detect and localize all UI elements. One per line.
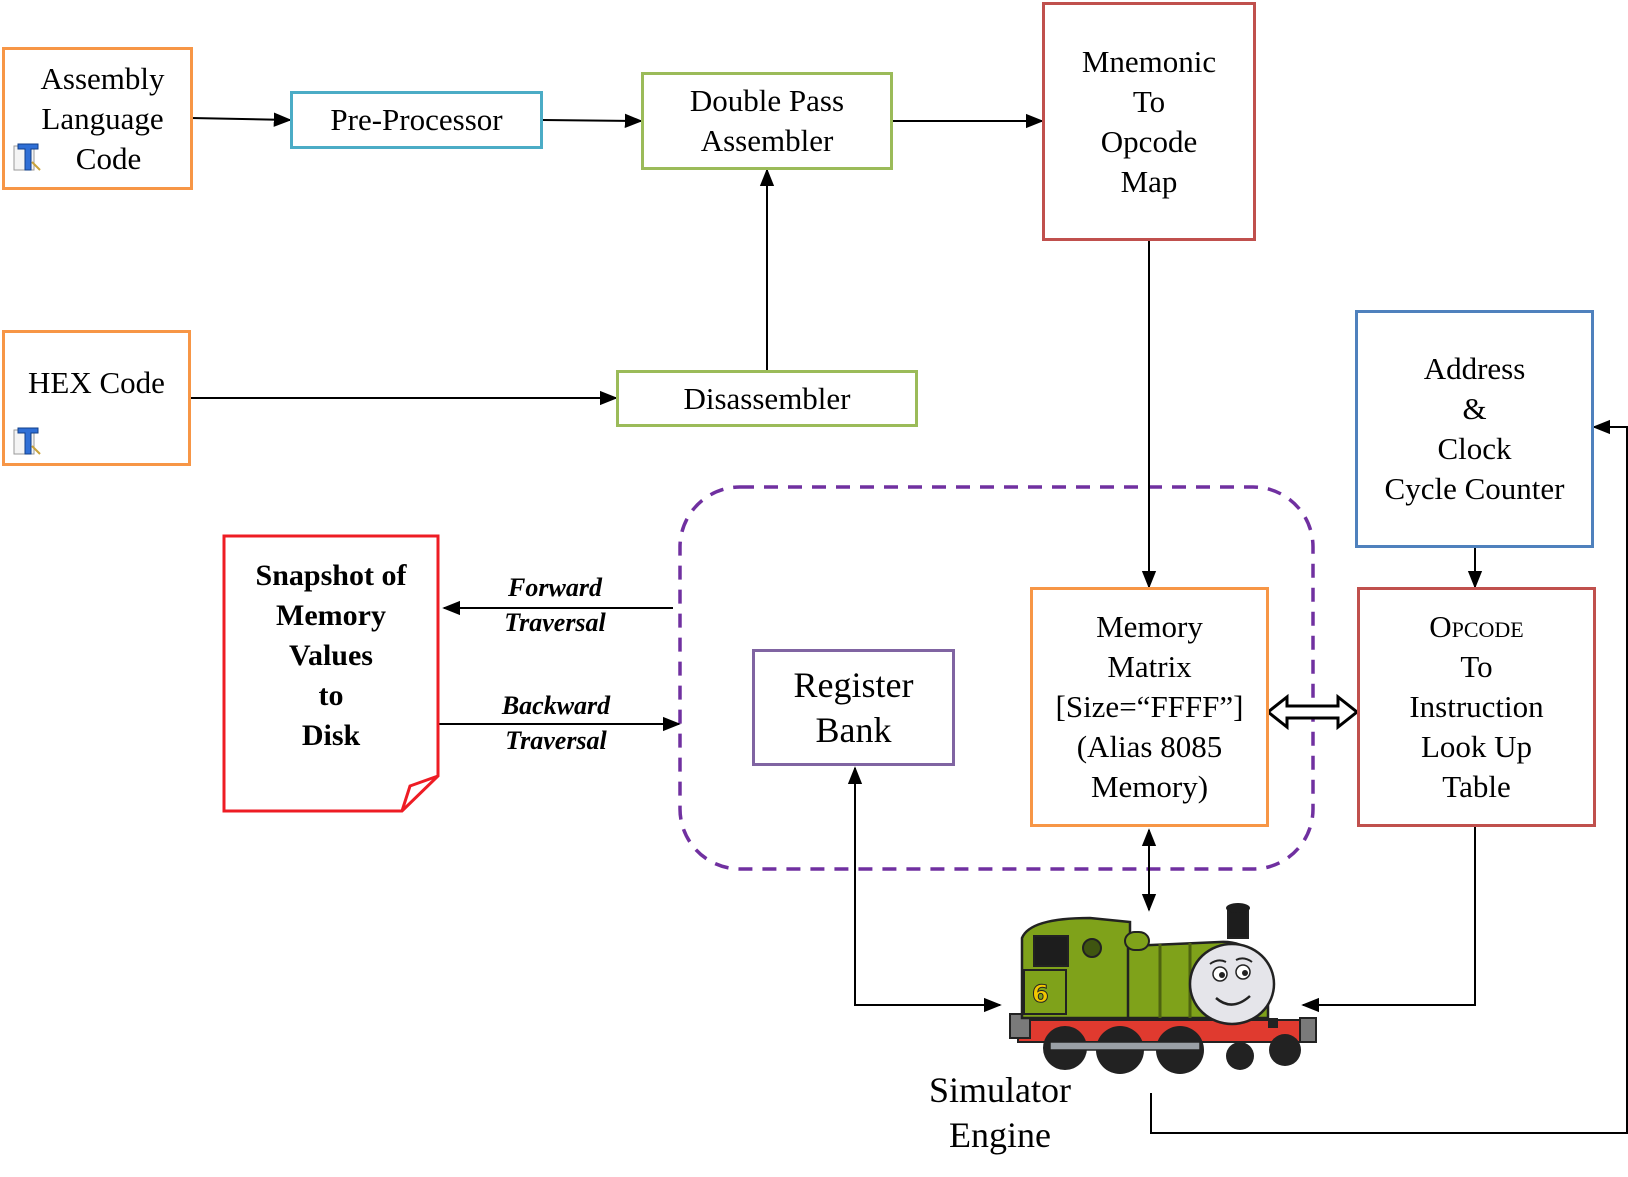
mnemonic-opcode-map-box: Mnemonic To Opcode Map xyxy=(1042,2,1256,241)
mnemonic-line-1: Mnemonic xyxy=(1081,43,1217,79)
memory-matrix-box: Memory Matrix [Size=“FFFF”] (Alias 8085 … xyxy=(1030,587,1269,827)
locomotive-illustration: 6 xyxy=(1009,903,1317,1074)
opcode-line-4: Look Up xyxy=(1420,729,1533,764)
backward-traversal-label: Backward Traversal xyxy=(480,688,632,758)
mnemonic-line-2: To xyxy=(1132,83,1166,119)
opcode-line-2: To xyxy=(1460,649,1493,684)
snapshot-line-2: Memory xyxy=(276,599,386,632)
opcode-lookup-table-box: Opcode To Instruction Look Up Table xyxy=(1357,587,1596,827)
disassembler-box: Disassembler xyxy=(616,370,918,427)
svg-text:6: 6 xyxy=(1032,980,1049,1008)
assembly-line-3: Code xyxy=(75,140,142,176)
hex-label: HEX Code xyxy=(28,365,165,400)
address-line-3: Clock xyxy=(1437,431,1512,466)
edge-preprocessor-assembler xyxy=(542,113,643,129)
engine-line-2: Engine xyxy=(949,1115,1051,1155)
text-file-icon xyxy=(13,143,41,171)
assembler-line-1: Double Pass xyxy=(689,83,845,118)
memory-line-3: [Size=“FFFF”] xyxy=(1055,689,1244,724)
address-line-2: & xyxy=(1462,391,1487,426)
memory-line-5: Memory) xyxy=(1090,769,1209,804)
preprocessor-label: Pre-Processor xyxy=(330,102,503,137)
backward-line-2: Traversal xyxy=(505,726,607,755)
edge-assembly-preprocessor xyxy=(190,112,292,127)
mnemonic-line-4: Map xyxy=(1120,163,1178,199)
assembly-line-2: Language xyxy=(41,100,164,136)
disassembler-label: Disassembler xyxy=(683,380,851,416)
edge-memory-opcode-double-arrow xyxy=(1265,693,1360,731)
register-line-2: Bank xyxy=(815,709,892,750)
forward-line-2: Traversal xyxy=(504,608,606,637)
double-pass-assembler-box: Double Pass Assembler xyxy=(641,72,893,170)
address-line-1: Address xyxy=(1423,351,1526,386)
register-line-1: Register xyxy=(793,664,914,705)
memory-line-4: (Alias 8085 xyxy=(1076,729,1223,764)
backward-line-1: Backward xyxy=(501,691,611,720)
memory-line-1: Memory xyxy=(1096,609,1203,644)
text-file-icon xyxy=(13,427,41,455)
address-clock-counter-box: Address & Clock Cycle Counter xyxy=(1355,310,1594,548)
snapshot-line-1: Snapshot of xyxy=(255,559,407,592)
opcode-line-3: Instruction xyxy=(1409,689,1544,724)
assembly-line-1: Assembly xyxy=(40,60,165,96)
engine-line-1: Simulator xyxy=(929,1070,1071,1110)
edge-engine-address-feedback xyxy=(1150,419,1628,1134)
edge-opcode-engine xyxy=(1301,825,1476,1013)
snapshot-document-shape xyxy=(222,534,440,813)
snapshot-line-4: to xyxy=(318,679,344,712)
forward-traversal-label: Forward Traversal xyxy=(480,570,630,640)
address-line-4: Cycle Counter xyxy=(1384,471,1565,506)
opcode-line-5: Table xyxy=(1442,769,1511,804)
hex-code-box: HEX Code xyxy=(2,330,191,466)
mnemonic-line-3: Opcode xyxy=(1100,123,1198,159)
forward-line-1: Forward xyxy=(508,573,602,602)
simulator-engine-label: Simulator Engine xyxy=(910,1068,1090,1158)
edge-register-engine xyxy=(847,766,1002,1013)
memory-line-2: Matrix xyxy=(1107,649,1192,684)
snapshot-line-3: Values xyxy=(289,639,373,672)
snapshot-label: Snapshot of Memory Values to Disk xyxy=(226,556,436,756)
register-bank-box: Register Bank xyxy=(752,649,955,766)
snapshot-line-5: Disk xyxy=(301,719,361,752)
opcode-line-1: Opcode xyxy=(1429,609,1524,644)
assembler-line-2: Assembler xyxy=(700,123,834,158)
preprocessor-box: Pre-Processor xyxy=(290,91,543,149)
